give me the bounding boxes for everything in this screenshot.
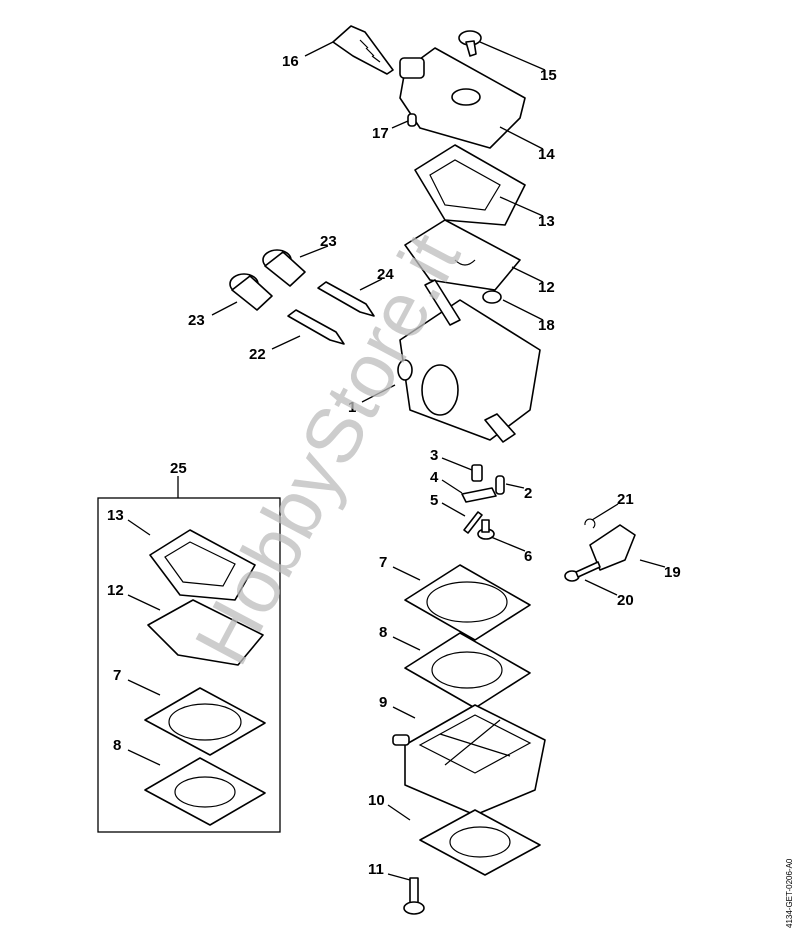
kit-callout-12: 12: [107, 582, 124, 599]
kit-25-box: [97, 497, 281, 833]
part-20-screw: [564, 561, 601, 582]
callout-6: 6: [524, 548, 532, 565]
part-17-pin: [407, 113, 417, 127]
callout-2: 2: [524, 485, 532, 502]
kit-callout-8: 8: [113, 737, 121, 754]
kit-gasket-13: [149, 529, 256, 601]
leader-lines: [127, 41, 666, 881]
callout-13: 13: [538, 213, 555, 230]
part-1-carburetor-body: [397, 279, 541, 443]
part-11-screw: [403, 877, 425, 915]
callout-19: 19: [664, 564, 681, 581]
callout-17: 17: [372, 125, 389, 142]
callout-3: 3: [430, 447, 438, 464]
part-7-gasket: [404, 564, 531, 641]
callout-15: 15: [540, 67, 557, 84]
kit-diaphragm-12: [147, 599, 264, 666]
part-8-diaphragm: [404, 632, 531, 709]
callout-23-upper: 23: [320, 233, 337, 250]
callout-22: 22: [249, 346, 266, 363]
callout-9: 9: [379, 694, 387, 711]
part-23-limiter-cap-lower: [229, 273, 273, 311]
callout-14: 14: [538, 146, 555, 163]
kit-gasket-7: [144, 687, 266, 756]
part-2-inlet-needle: [495, 475, 505, 495]
part-21-clip: [584, 518, 596, 529]
part-16-adjusting-screw: [332, 25, 394, 75]
part-9-pump-cover: [392, 704, 546, 816]
callout-10: 10: [368, 792, 385, 809]
callout-18: 18: [538, 317, 555, 334]
part-13-gasket: [414, 144, 526, 226]
drawing-code: 4134-GET-0206-A0: [785, 858, 794, 928]
part-6-screw: [477, 519, 495, 540]
part-4-lever: [461, 487, 497, 503]
kit-callout-13: 13: [107, 507, 124, 524]
part-5-pin: [463, 511, 483, 534]
kit-callout-7: 7: [113, 667, 121, 684]
part-3-spring: [471, 464, 483, 482]
part-10-gasket: [419, 809, 541, 876]
callout-1: 1: [348, 399, 356, 416]
part-23-limiter-cap-upper: [262, 249, 306, 287]
part-24-needle: [317, 281, 375, 317]
callout-8: 8: [379, 624, 387, 641]
callout-23-lower: 23: [188, 312, 205, 329]
part-18-plug: [482, 290, 502, 304]
callout-16: 16: [282, 53, 299, 70]
callout-12: 12: [538, 279, 555, 296]
callout-21: 21: [617, 491, 634, 508]
callout-7: 7: [379, 554, 387, 571]
callout-25-kit: 25: [170, 460, 187, 477]
part-22-needle: [287, 309, 345, 345]
kit-diaphragm-8: [144, 757, 266, 826]
callout-11: 11: [368, 861, 384, 878]
callout-20: 20: [617, 592, 634, 609]
callout-4: 4: [430, 469, 439, 486]
part-14-cover: [399, 47, 526, 149]
callout-24: 24: [377, 266, 394, 283]
part-12-diaphragm: [404, 219, 521, 291]
part-15-screw: [458, 30, 482, 57]
callout-5: 5: [430, 492, 438, 509]
